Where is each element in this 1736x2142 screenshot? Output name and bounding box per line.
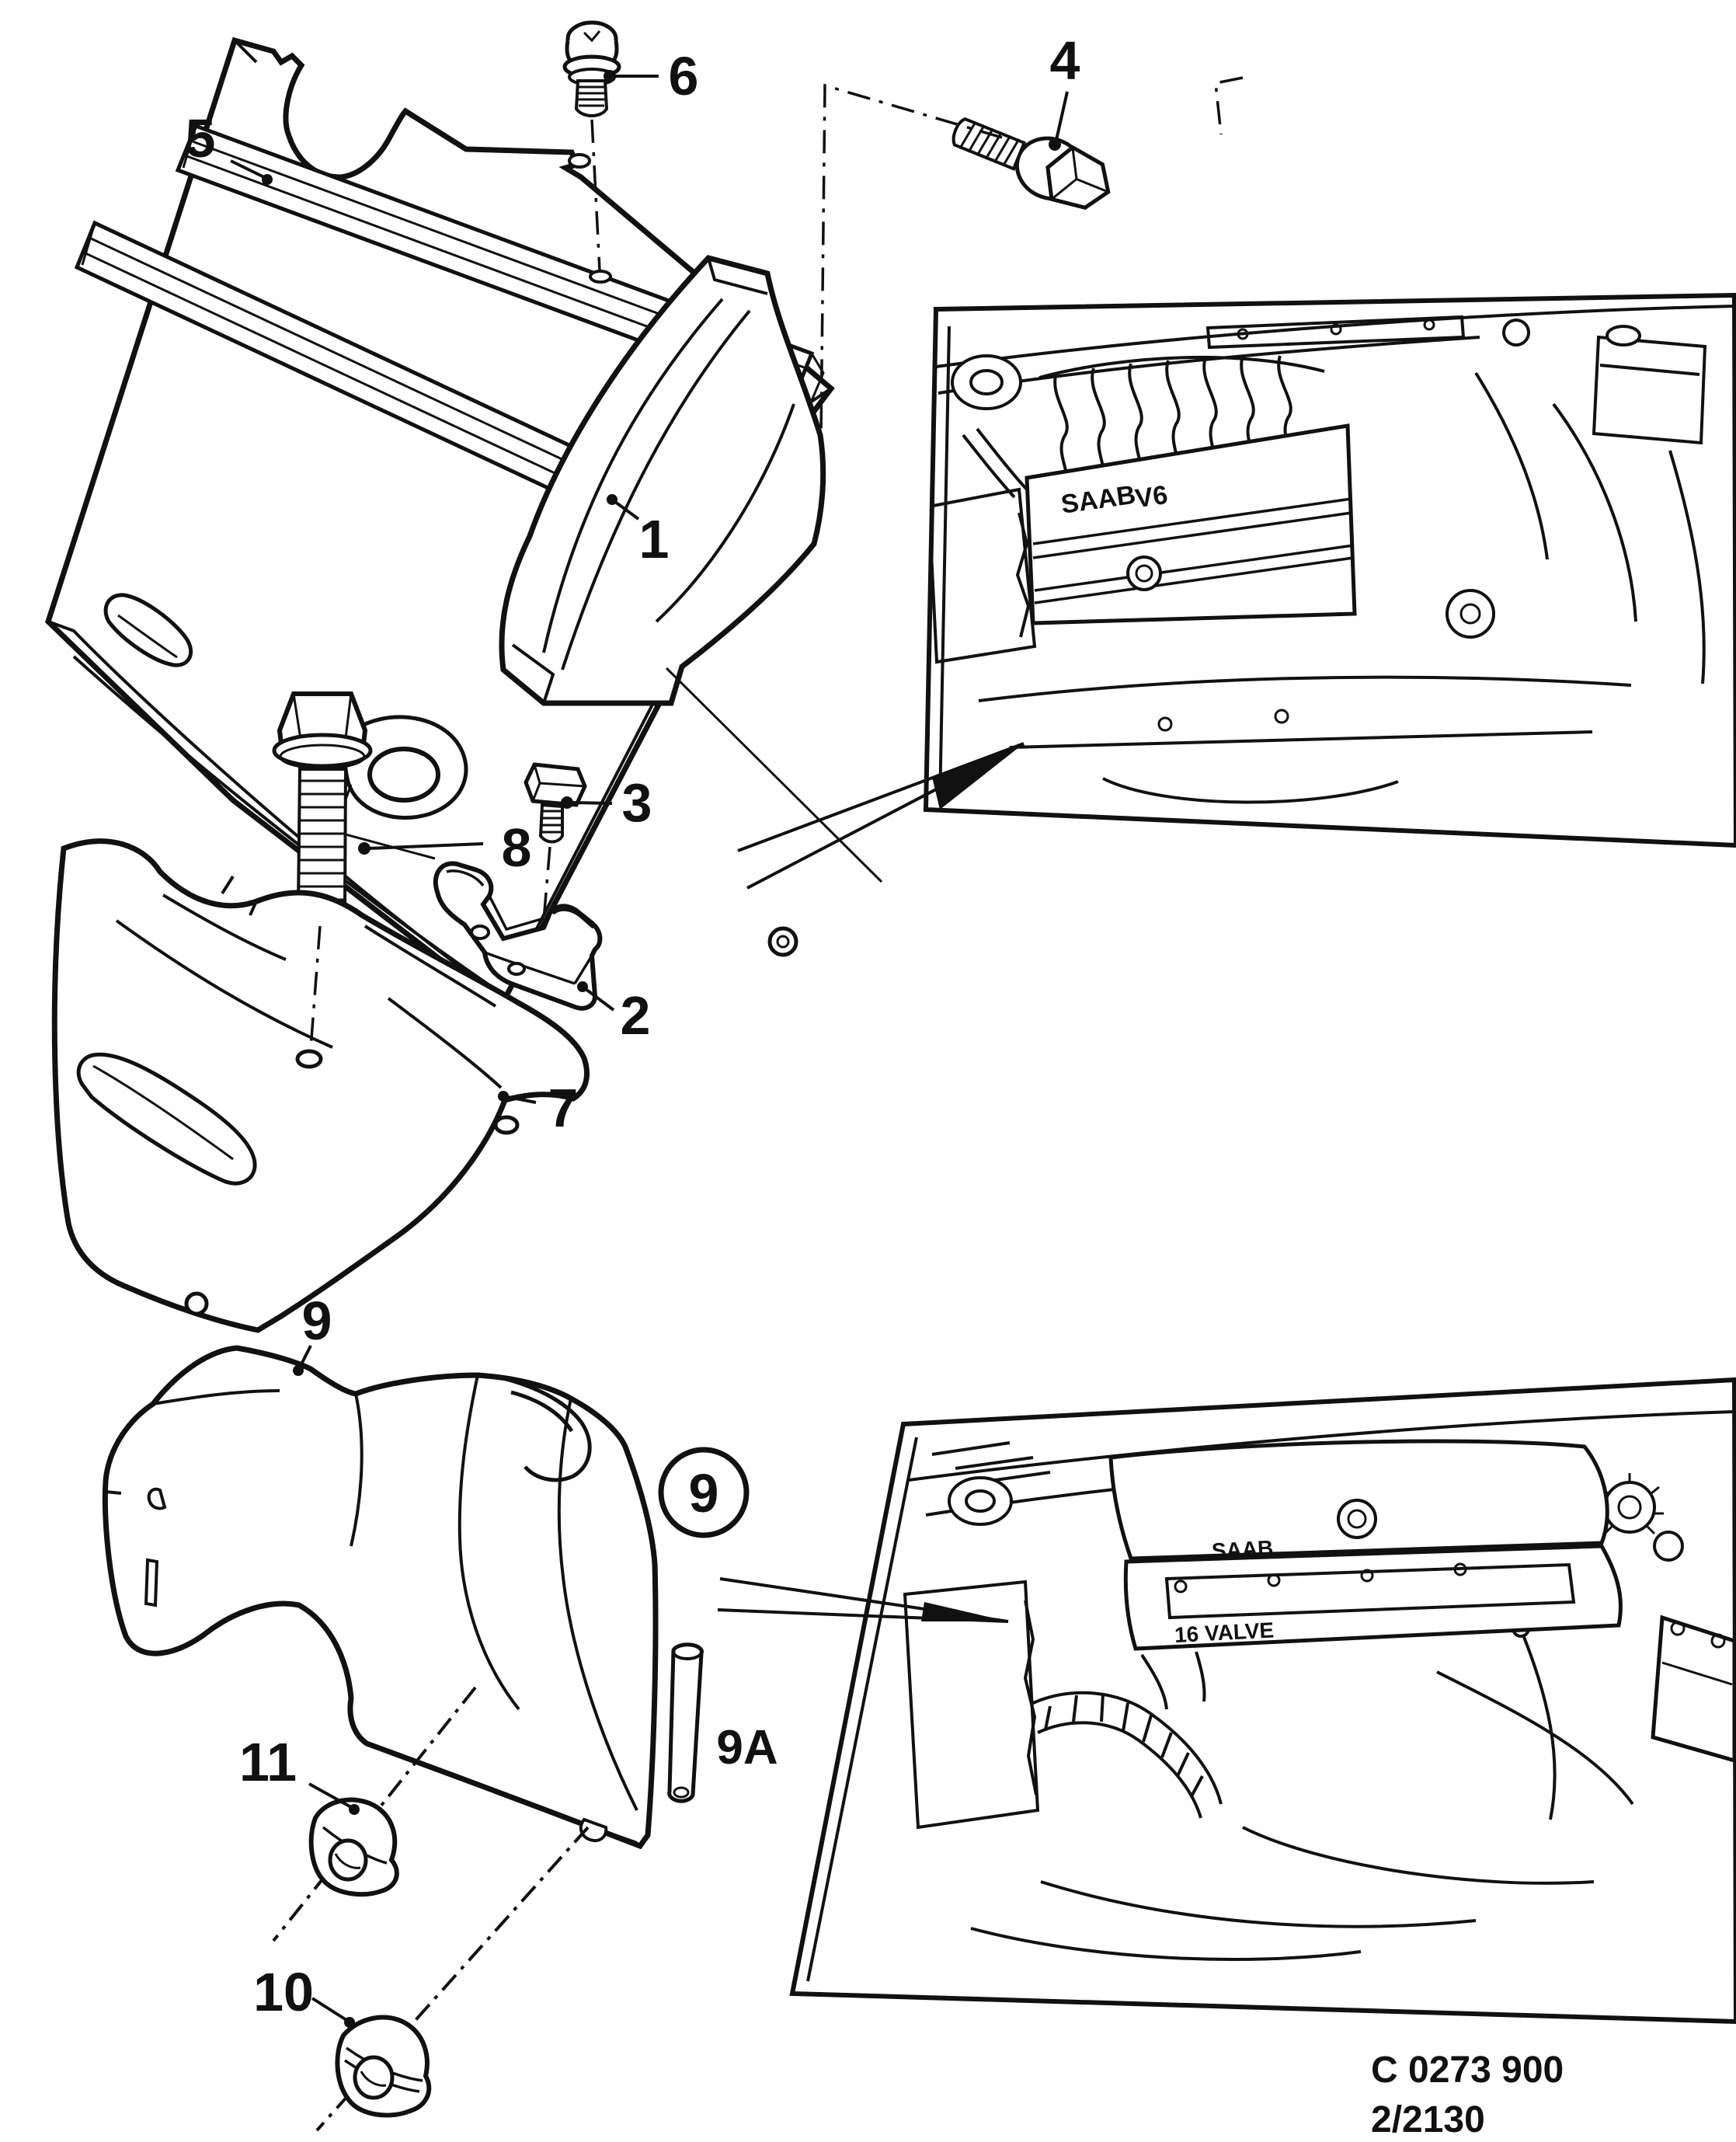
part-5-screw-hole-rear (568, 153, 591, 169)
callout-3: 3 (622, 772, 652, 833)
v6-model-text: V6 (1133, 480, 1169, 514)
part-10-axis-line (315, 1826, 590, 2132)
i4-model-text: 16 VALVE (1174, 1618, 1275, 1647)
part-4-threads (958, 120, 1021, 167)
part-5-screw-hole-front-inner (776, 935, 790, 949)
part-8-threads (298, 779, 346, 901)
engine-bay-v6-illustration: SAAB V6 (923, 292, 1736, 848)
part-7-bolt-hole (295, 1049, 323, 1069)
part-1-side-cover (499, 255, 826, 706)
callout-6: 6 (669, 46, 699, 106)
part-2-hole-left (470, 925, 490, 940)
part-7-side-hole (493, 1115, 520, 1135)
i4-cam-cover: 16 VALVE (1123, 1544, 1623, 1651)
figure-code: C 0273 900 (1371, 2050, 1564, 2091)
part-2-bracket (433, 861, 603, 1011)
part-5-edge-folds (47, 39, 833, 996)
part-7-slot (76, 1052, 257, 1186)
i4-upper-shroud: SAAB (1108, 1439, 1609, 1563)
engine-bay-16v-illustration: SAAB 16 VALVE (789, 1377, 1736, 2025)
callout-9-circled: 9 (658, 1447, 750, 1538)
part-4-flange-bolt (951, 117, 1111, 210)
part-9a-strip (667, 1642, 704, 1803)
part-5-oval-slot (103, 593, 193, 667)
part-9-details (105, 1374, 638, 1844)
callout-10: 10 (253, 1962, 314, 2022)
part-2-details (446, 869, 595, 985)
part-7-heat-shield (51, 838, 590, 1333)
callout-9-circled-text: 9 (689, 1463, 719, 1524)
i4-battery (1651, 1614, 1736, 1764)
part-6-screw (562, 20, 621, 117)
part-5-engine-cover (45, 37, 835, 1011)
part-7-bottom-hole (184, 1291, 209, 1316)
part-3-threads (541, 810, 562, 834)
part-9-cover (102, 1345, 659, 1850)
part-10-grommet (315, 1826, 590, 2132)
callout-5: 5 (186, 108, 216, 169)
part-9-outline (102, 1345, 659, 1850)
callout-1: 1 (639, 509, 670, 569)
callout-9a: 9A (716, 1721, 778, 1775)
assembly-lines-top (309, 76, 1244, 1050)
part-2-hole-right (507, 962, 526, 976)
part-1-ridges (511, 298, 795, 704)
part-9-side-peg (147, 1487, 167, 1510)
part-5-screw-hole-front (767, 926, 798, 957)
v6-engine-cover: SAAB V6 (1025, 423, 1357, 625)
callout-leaders (230, 70, 1069, 2028)
callout-arrow-bottom (717, 1577, 1009, 1623)
part-6-threads (577, 30, 606, 107)
part-5-outline (45, 37, 835, 1011)
part-1-outline (499, 255, 826, 706)
i4-intake-hose (1032, 1651, 1223, 1819)
part-1-top-tab (707, 257, 768, 295)
part-3-bolt (524, 762, 587, 844)
part-2-outline (433, 861, 603, 1011)
part-5-cap-hole (332, 715, 468, 860)
callout-4: 4 (1050, 30, 1080, 91)
part-9-bottom-peg (579, 1817, 608, 1842)
part-7-contours (115, 875, 503, 1089)
v6-strut-and-caps (951, 319, 1641, 732)
part-7-slot-inner (92, 1064, 234, 1161)
callout-2: 2 (621, 985, 651, 1046)
callout-11: 11 (239, 1732, 297, 1792)
callout-arrow-top (665, 667, 1025, 890)
figure-page-number: 2/2130 (1371, 2099, 1485, 2140)
part-5-oval-slot-inner (117, 614, 178, 659)
v6-intake-runners (1038, 355, 1325, 478)
callout-8: 8 (502, 817, 532, 878)
callout-7: 7 (548, 1078, 579, 1138)
part-11-grommet (272, 1686, 477, 1942)
part-9-scoop (496, 1374, 592, 1482)
part-7-outline (51, 838, 590, 1333)
callout-9: 9 (302, 1290, 332, 1351)
